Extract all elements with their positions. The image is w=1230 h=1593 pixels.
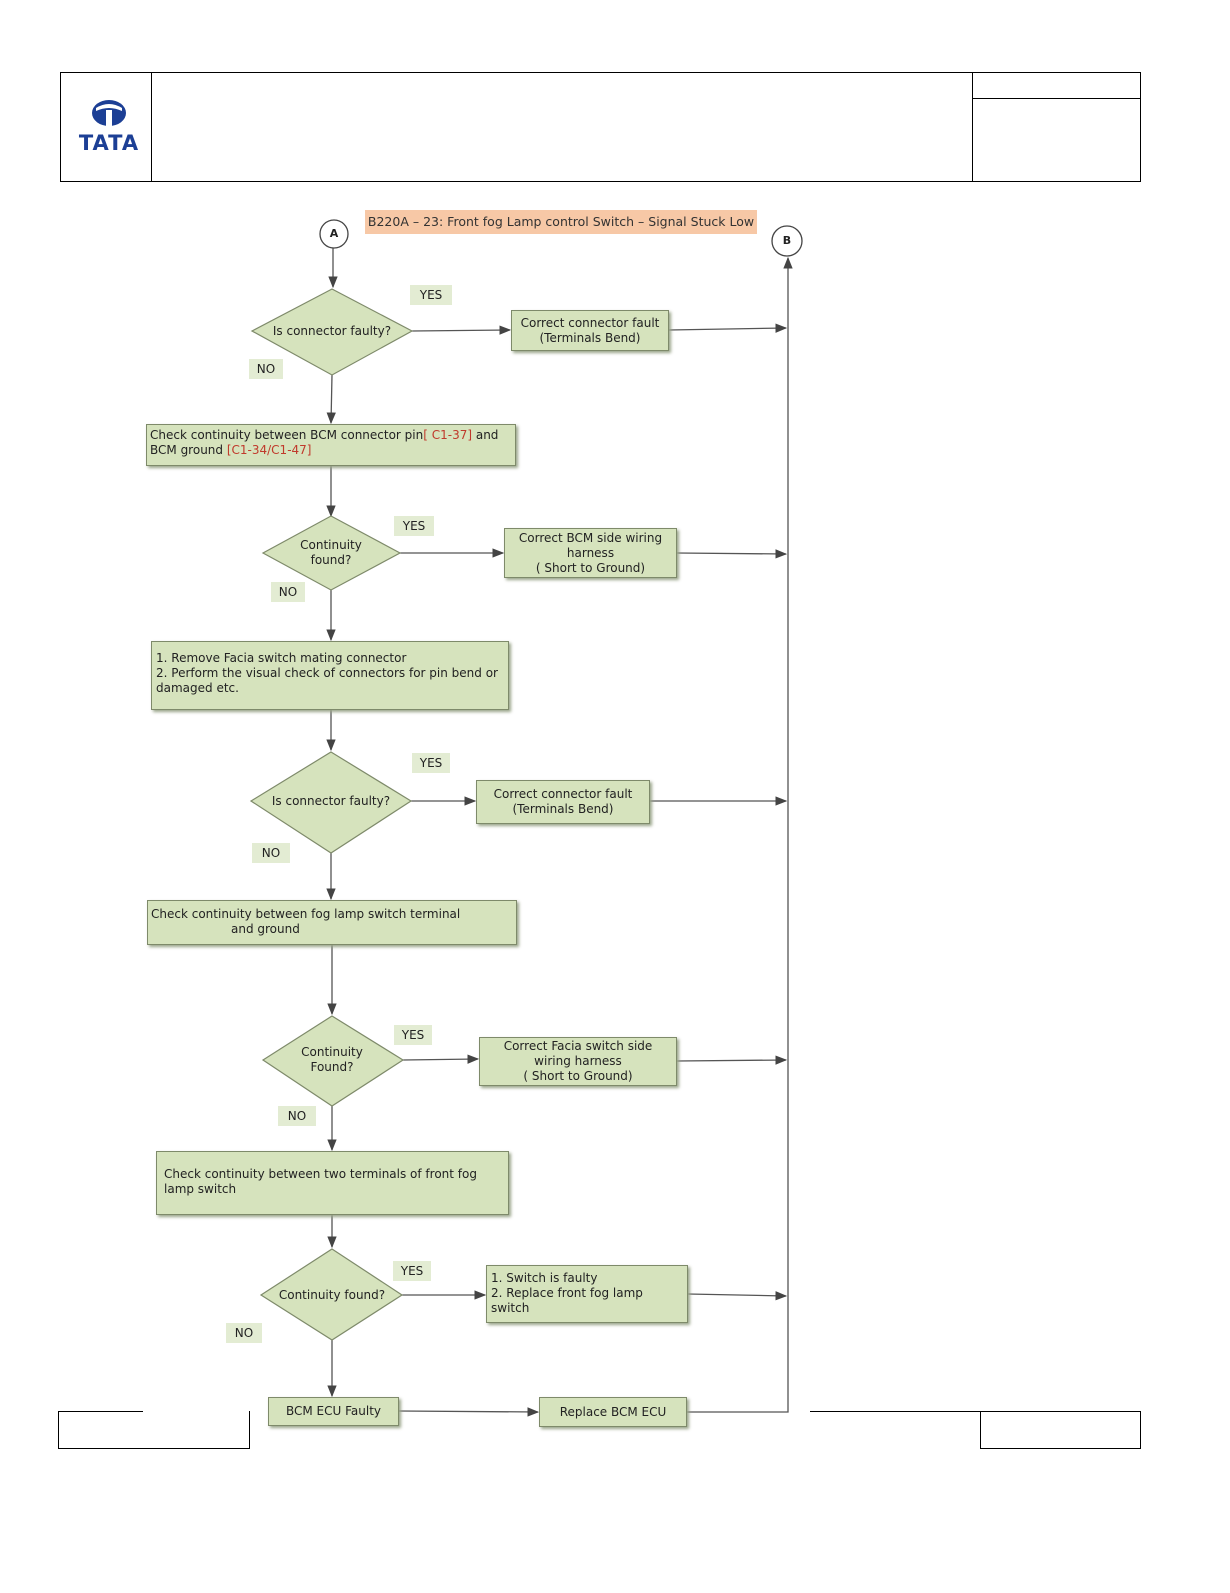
action-correct-connector-fault: Correct connector fault (Terminals Bend) xyxy=(511,310,669,351)
pin-reference: [ C1-37] xyxy=(423,428,473,442)
yes-label: YES xyxy=(410,285,452,305)
no-label: NO xyxy=(278,1106,316,1126)
no-label: NO xyxy=(226,1323,262,1343)
footer-line xyxy=(810,1411,981,1412)
yes-label: YES xyxy=(394,1025,432,1045)
footer-line xyxy=(58,1411,143,1412)
header-divider xyxy=(972,72,973,182)
yes-label: YES xyxy=(412,753,450,773)
header-divider xyxy=(151,72,152,182)
header-frame xyxy=(60,72,1141,182)
no-label: NO xyxy=(271,582,305,602)
step-bcm-ecu-faulty: BCM ECU Faulty xyxy=(268,1397,399,1426)
decision-1-label: Is connector faulty? xyxy=(272,323,392,338)
no-label: NO xyxy=(249,359,283,379)
step-check-fog-switch-continuity: Check continuity between fog lamp switch… xyxy=(147,900,517,945)
flowchart-title: B220A – 23: Front fog Lamp control Switc… xyxy=(365,210,757,234)
action-replace-switch: 1. Switch is faulty 2. Replace front fog… xyxy=(486,1265,688,1323)
no-label: NO xyxy=(252,843,290,863)
decision-diamond xyxy=(259,1248,404,1341)
connector-a-circle xyxy=(319,219,349,249)
decision-diamond xyxy=(261,1015,405,1107)
header-divider xyxy=(972,98,1141,99)
decision-3-label: Is connector faulty? xyxy=(271,793,391,808)
step-check-switch-terminals: Check continuity between two terminals o… xyxy=(156,1151,509,1215)
step-text: Check continuity between BCM connector p… xyxy=(150,428,424,442)
step-check-bcm-continuity: Check continuity between BCM connector p… xyxy=(146,424,516,466)
step-text: Check continuity between fog lamp switch… xyxy=(151,907,461,921)
step-remove-facia-connector: 1. Remove Facia switch mating connector … xyxy=(151,641,509,710)
yes-label: YES xyxy=(393,1261,431,1281)
tata-logo-icon xyxy=(92,100,126,126)
logo-wordmark: TATA xyxy=(78,131,140,155)
decision-5-label: Continuity found? xyxy=(278,1287,386,1302)
decision-diamond xyxy=(261,515,402,591)
action-correct-bcm-wiring: Correct BCM side wiring harness ( Short … xyxy=(504,528,677,578)
action-replace-bcm-ecu: Replace BCM ECU xyxy=(539,1397,687,1427)
action-correct-connector-fault: Correct connector fault (Terminals Bend) xyxy=(476,780,650,824)
decision-4-label: Continuity Found? xyxy=(301,1045,363,1074)
footer-left-box xyxy=(58,1411,250,1449)
action-correct-facia-wiring: Correct Facia switch side wiring harness… xyxy=(479,1037,677,1086)
connector-a-label: A xyxy=(329,227,339,240)
decision-2-label: Continuity found? xyxy=(300,538,362,567)
connector-b-label: B xyxy=(782,234,792,247)
decision-diamond xyxy=(250,288,414,376)
decision-diamond xyxy=(249,751,413,854)
ground-reference: [C1-34/C1-47] xyxy=(226,443,312,457)
step-text: and ground xyxy=(231,922,300,936)
yes-label: YES xyxy=(394,516,434,536)
step-text: and BCM ground xyxy=(150,428,499,457)
footer-right-box xyxy=(980,1411,1141,1449)
connector-b-circle xyxy=(771,225,803,257)
